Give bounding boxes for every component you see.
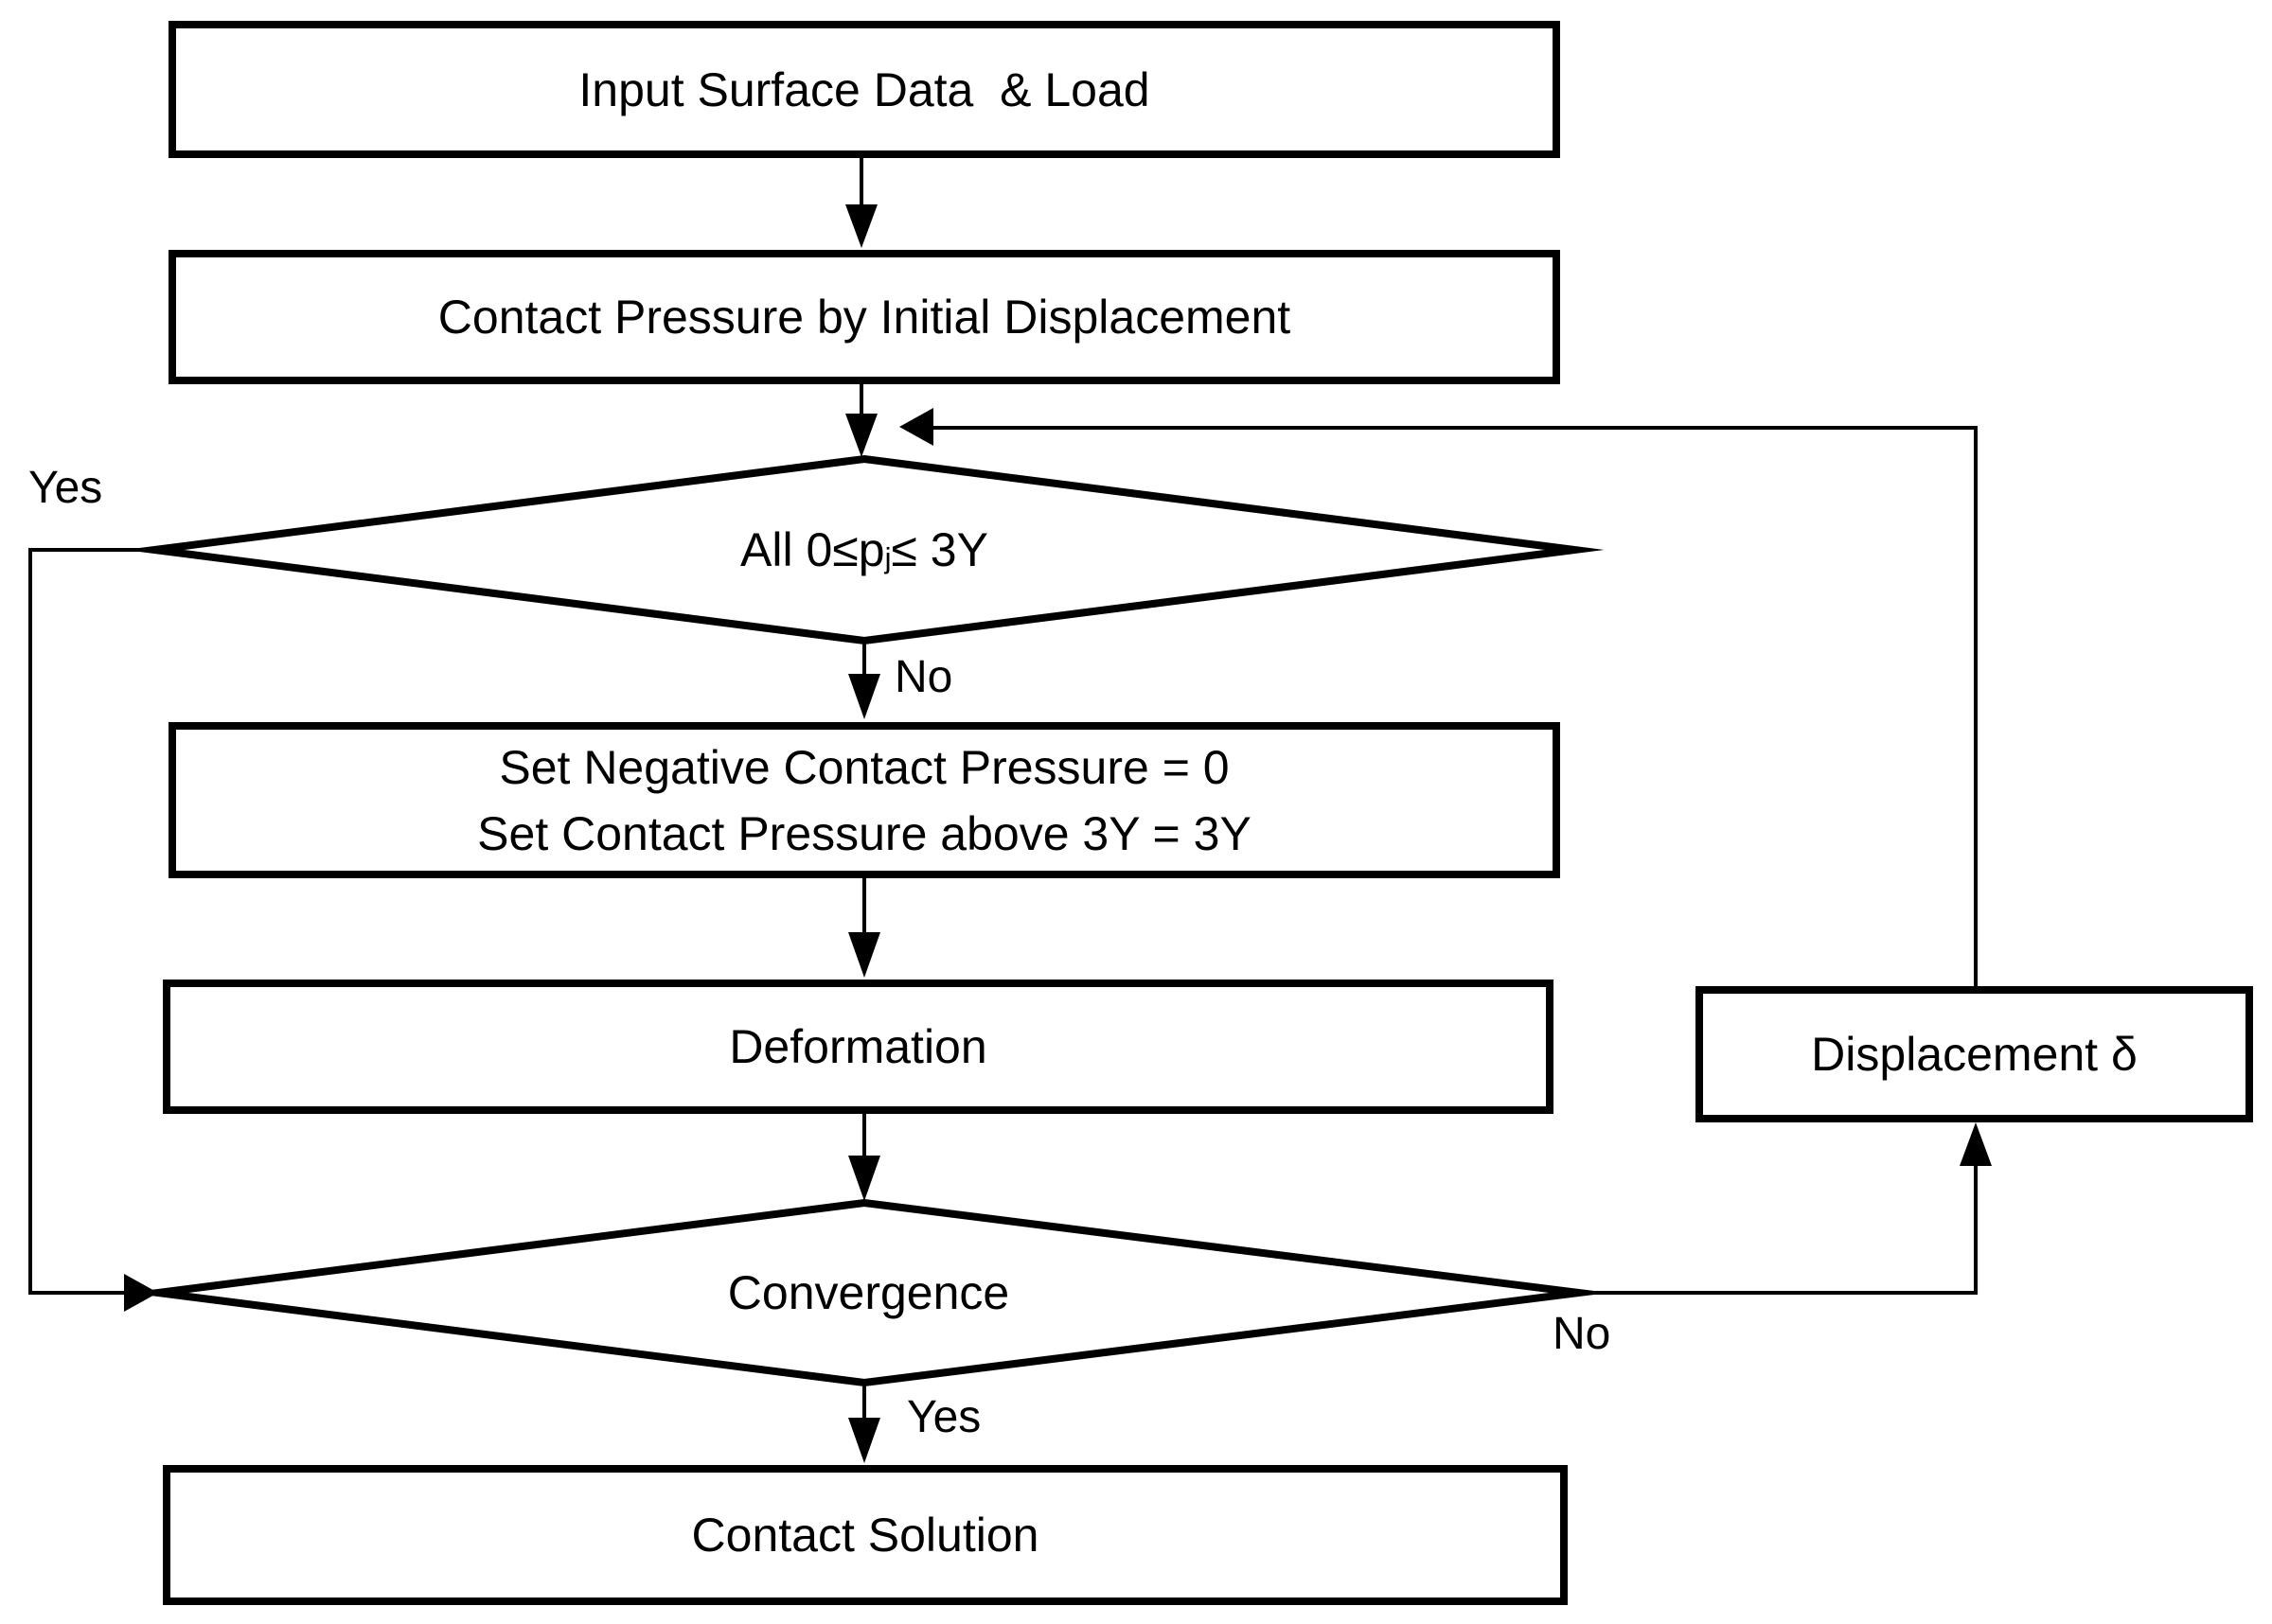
process-box-initial-contact-pressure: Contact Pressure by Initial Displacement: [169, 250, 1560, 384]
process-box-displacement-label: Displacement δ: [1811, 1028, 2138, 1081]
edge-convergence-no-to-displacement: [1579, 1166, 1978, 1295]
process-box-deformation-label: Deformation: [729, 1020, 987, 1073]
process-box-deformation: Deformation: [163, 980, 1553, 1114]
arrowhead-down-into-pressure-check: [845, 414, 878, 457]
arrowhead-left-into-pressure-check: [899, 408, 933, 446]
process-box-initial-contact-pressure-label: Contact Pressure by Initial Displacement: [437, 291, 1291, 344]
decision-convergence-shape: [128, 1198, 1610, 1387]
arrowhead-down-into-clamp-box: [848, 674, 880, 719]
process-box-contact-solution: Contact Solution: [163, 1465, 1568, 1605]
arrowhead-down-into-solution-box: [848, 1418, 880, 1463]
process-box-clamp-pressure: Set Negative Contact Pressure = 0 Set Co…: [169, 722, 1560, 878]
edge-displacement-to-pressure-check: [933, 426, 1978, 986]
arrowhead-down-into-deformation-box: [848, 932, 880, 978]
arrowhead-down-into-convergence: [848, 1156, 880, 1201]
edge-label-pressure-check-yes: Yes: [28, 463, 103, 513]
process-box-clamp-pressure-line1: Set Negative Contact Pressure = 0: [499, 740, 1230, 794]
process-box-clamp-pressure-line2: Set Contact Pressure above 3Y = 3Y: [477, 806, 1251, 860]
process-box-input-surface-data: Input Surface Data & Load: [169, 21, 1560, 158]
edge-label-pressure-check-no: No: [895, 652, 953, 702]
edge-check-yes-to-convergence: [28, 548, 154, 1295]
edge-label-convergence-no: No: [1553, 1309, 1611, 1359]
process-box-contact-solution-label: Contact Solution: [691, 1509, 1039, 1562]
edge-label-convergence-yes: Yes: [907, 1392, 982, 1442]
decision-pressure-check-shape: [124, 454, 1605, 645]
process-box-displacement: Displacement δ: [1695, 986, 2253, 1122]
arrowhead-up-into-displacement-box: [1960, 1122, 1992, 1166]
arrowhead-down-into-pressure-box: [845, 204, 878, 248]
process-box-input-label: Input Surface Data & Load: [578, 62, 1150, 116]
